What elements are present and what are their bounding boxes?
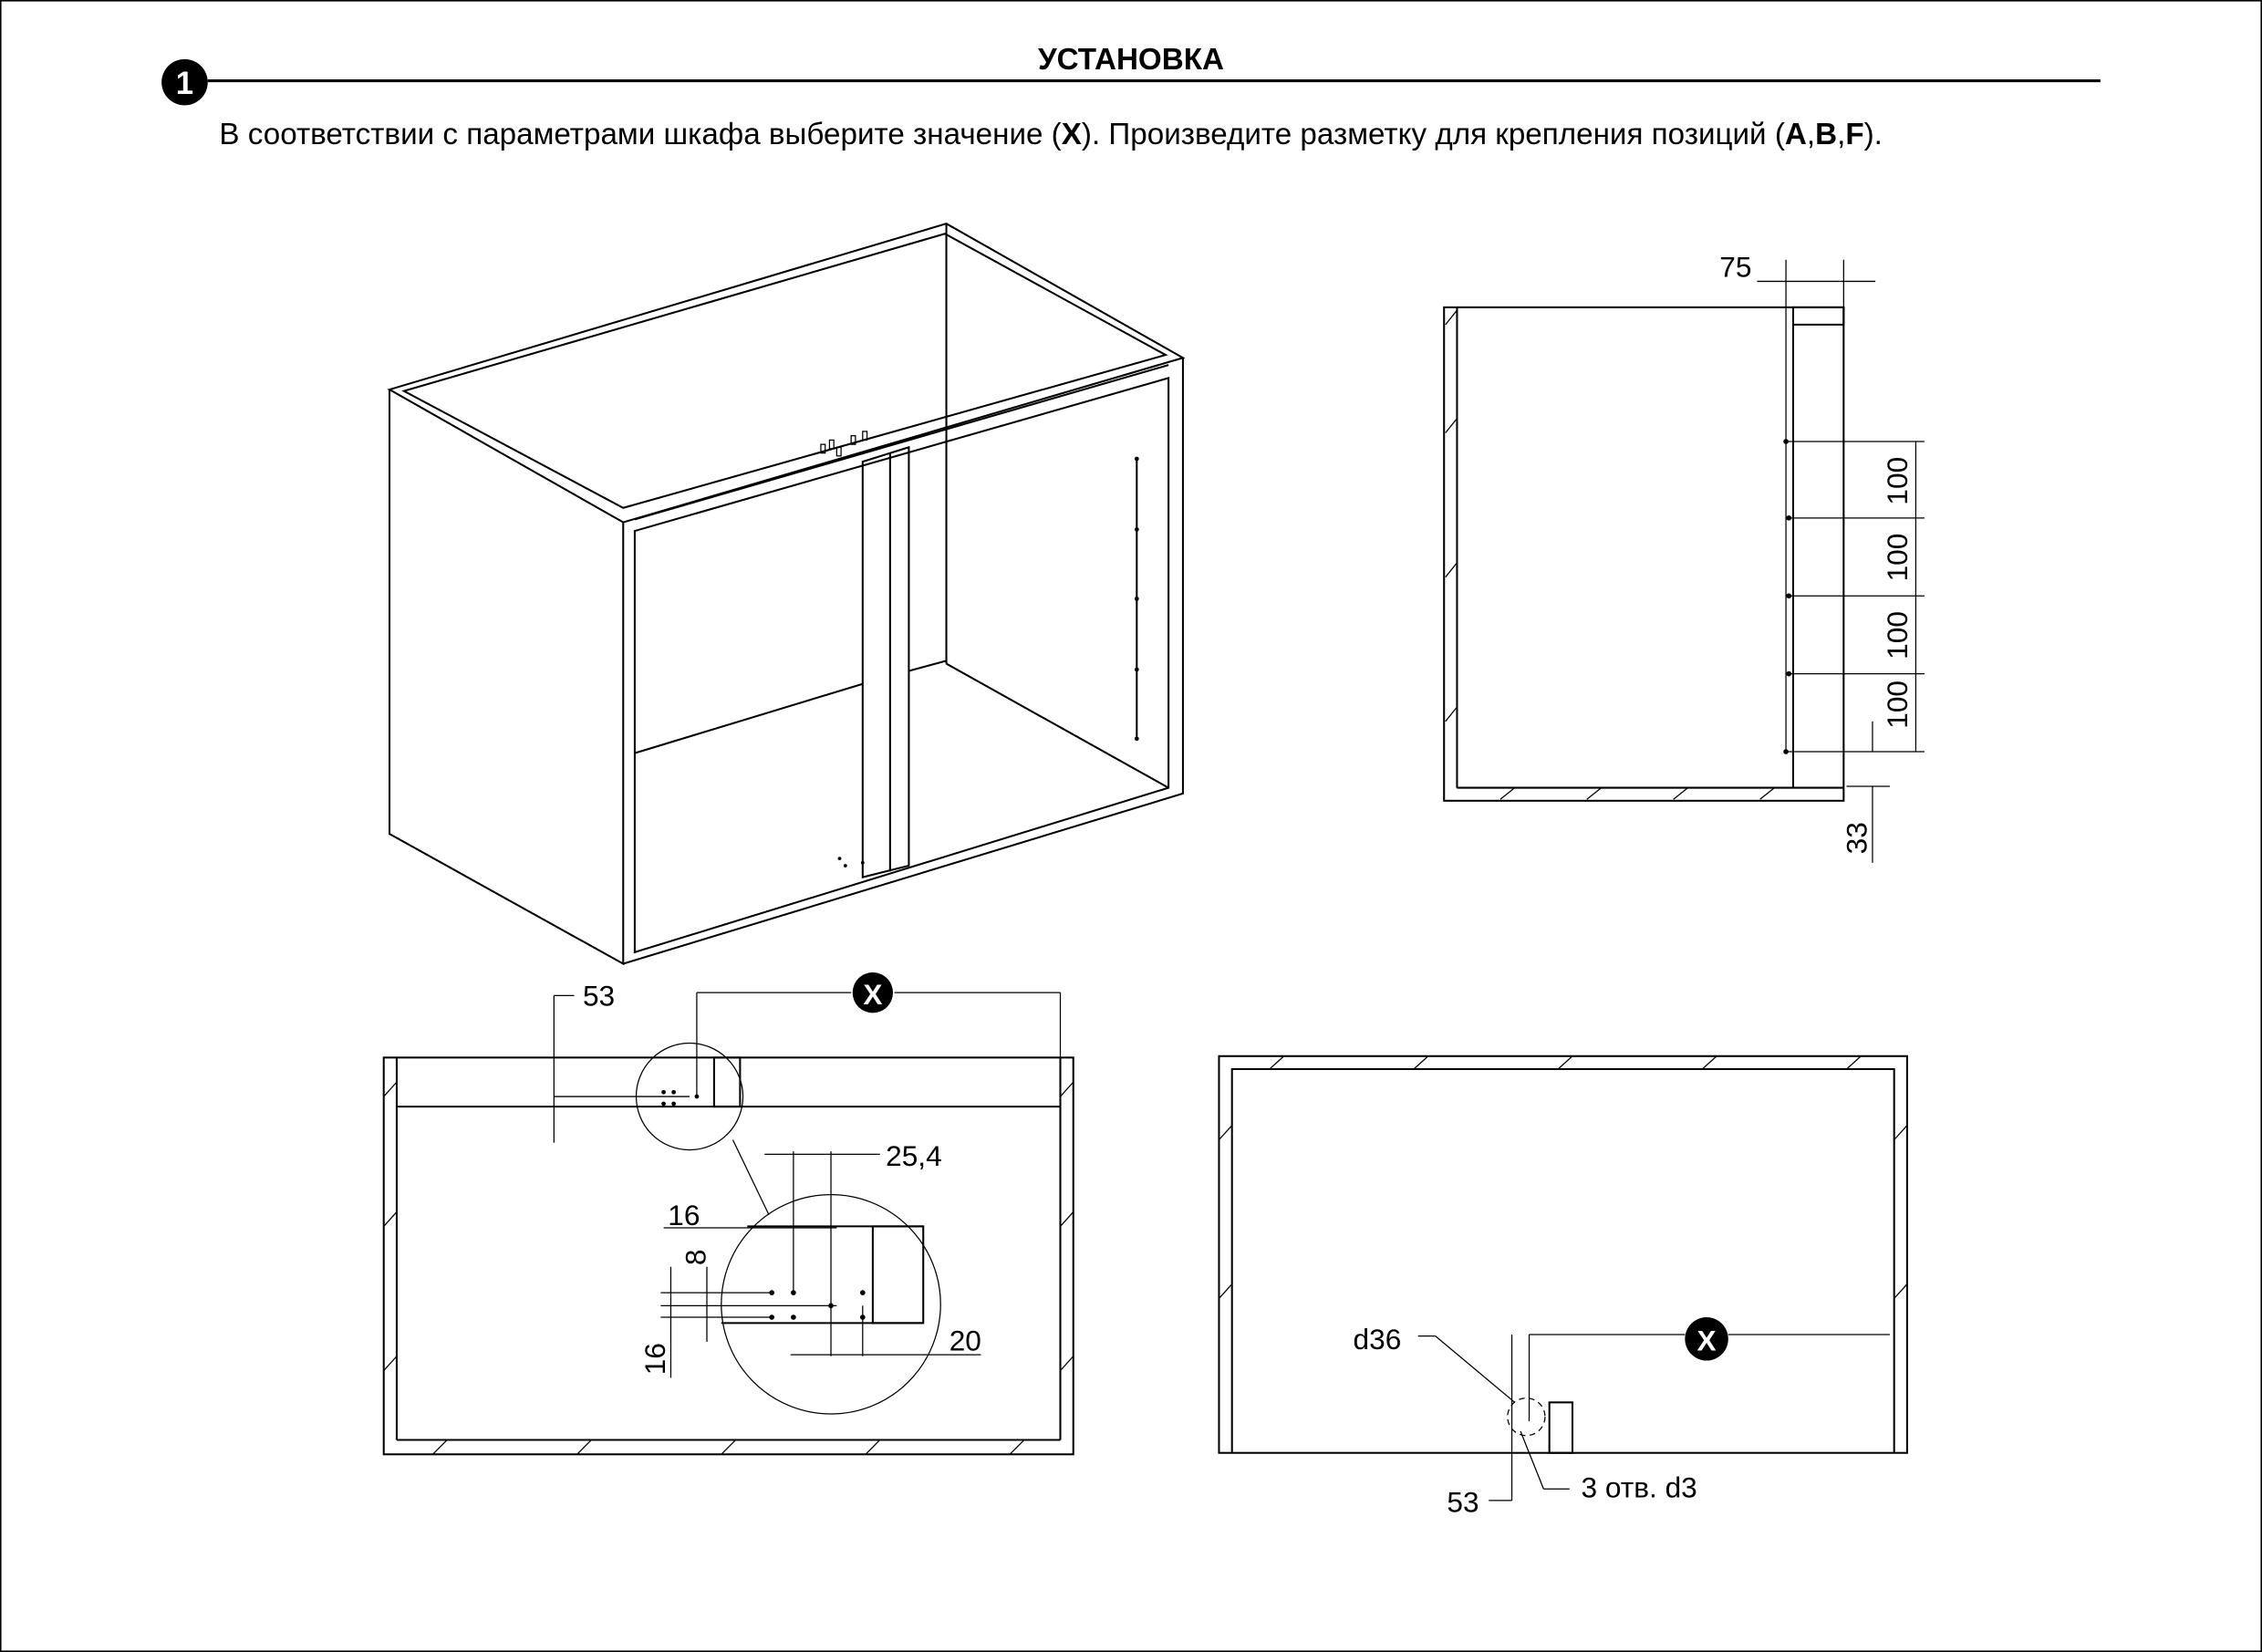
step-header: 1 УСТАНОВКА В соответствии с параметрами… — [161, 43, 2101, 151]
instruction-text: В соответствии с параметрами шкафа выбер… — [219, 118, 1883, 151]
dim-16-vertical: 16 — [638, 1343, 671, 1375]
x-marker — [852, 972, 894, 1013]
dim-53-bottom: 53 — [1447, 1486, 1479, 1519]
step-badge — [161, 58, 208, 106]
cabinet-isometric — [387, 223, 1186, 966]
dim-33: 33 — [1841, 822, 1873, 854]
top-view: 53 X 25,4 16 8 16 20 — [382, 972, 1074, 1456]
page-title: УСТАНОВКА — [1038, 43, 1224, 77]
x-marker-2 — [1685, 1317, 1728, 1361]
bottom-view: X d36 53 3 отв. d3 — [1218, 1055, 1908, 1519]
dim-100-4: 100 — [1881, 681, 1914, 729]
dim-100-1: 100 — [1881, 457, 1914, 505]
svg-text:X: X — [863, 978, 882, 1011]
dim-25-4: 25,4 — [886, 1139, 942, 1172]
label-d36: d36 — [1354, 1323, 1402, 1356]
dim-20: 20 — [949, 1324, 981, 1356]
dim-16-horizontal: 16 — [668, 1199, 700, 1231]
dim-8: 8 — [679, 1250, 711, 1266]
label-holes: 3 отв. d3 — [1581, 1471, 1696, 1504]
dim-53: 53 — [583, 979, 615, 1012]
dim-100-3: 100 — [1881, 611, 1914, 660]
dim-75: 75 — [1719, 251, 1751, 284]
side-view: 75 100 100 100 100 33 — [1443, 251, 1925, 863]
dim-100-2: 100 — [1881, 534, 1914, 582]
step-number: 1 — [176, 67, 193, 101]
svg-text:X: X — [1697, 1324, 1717, 1356]
